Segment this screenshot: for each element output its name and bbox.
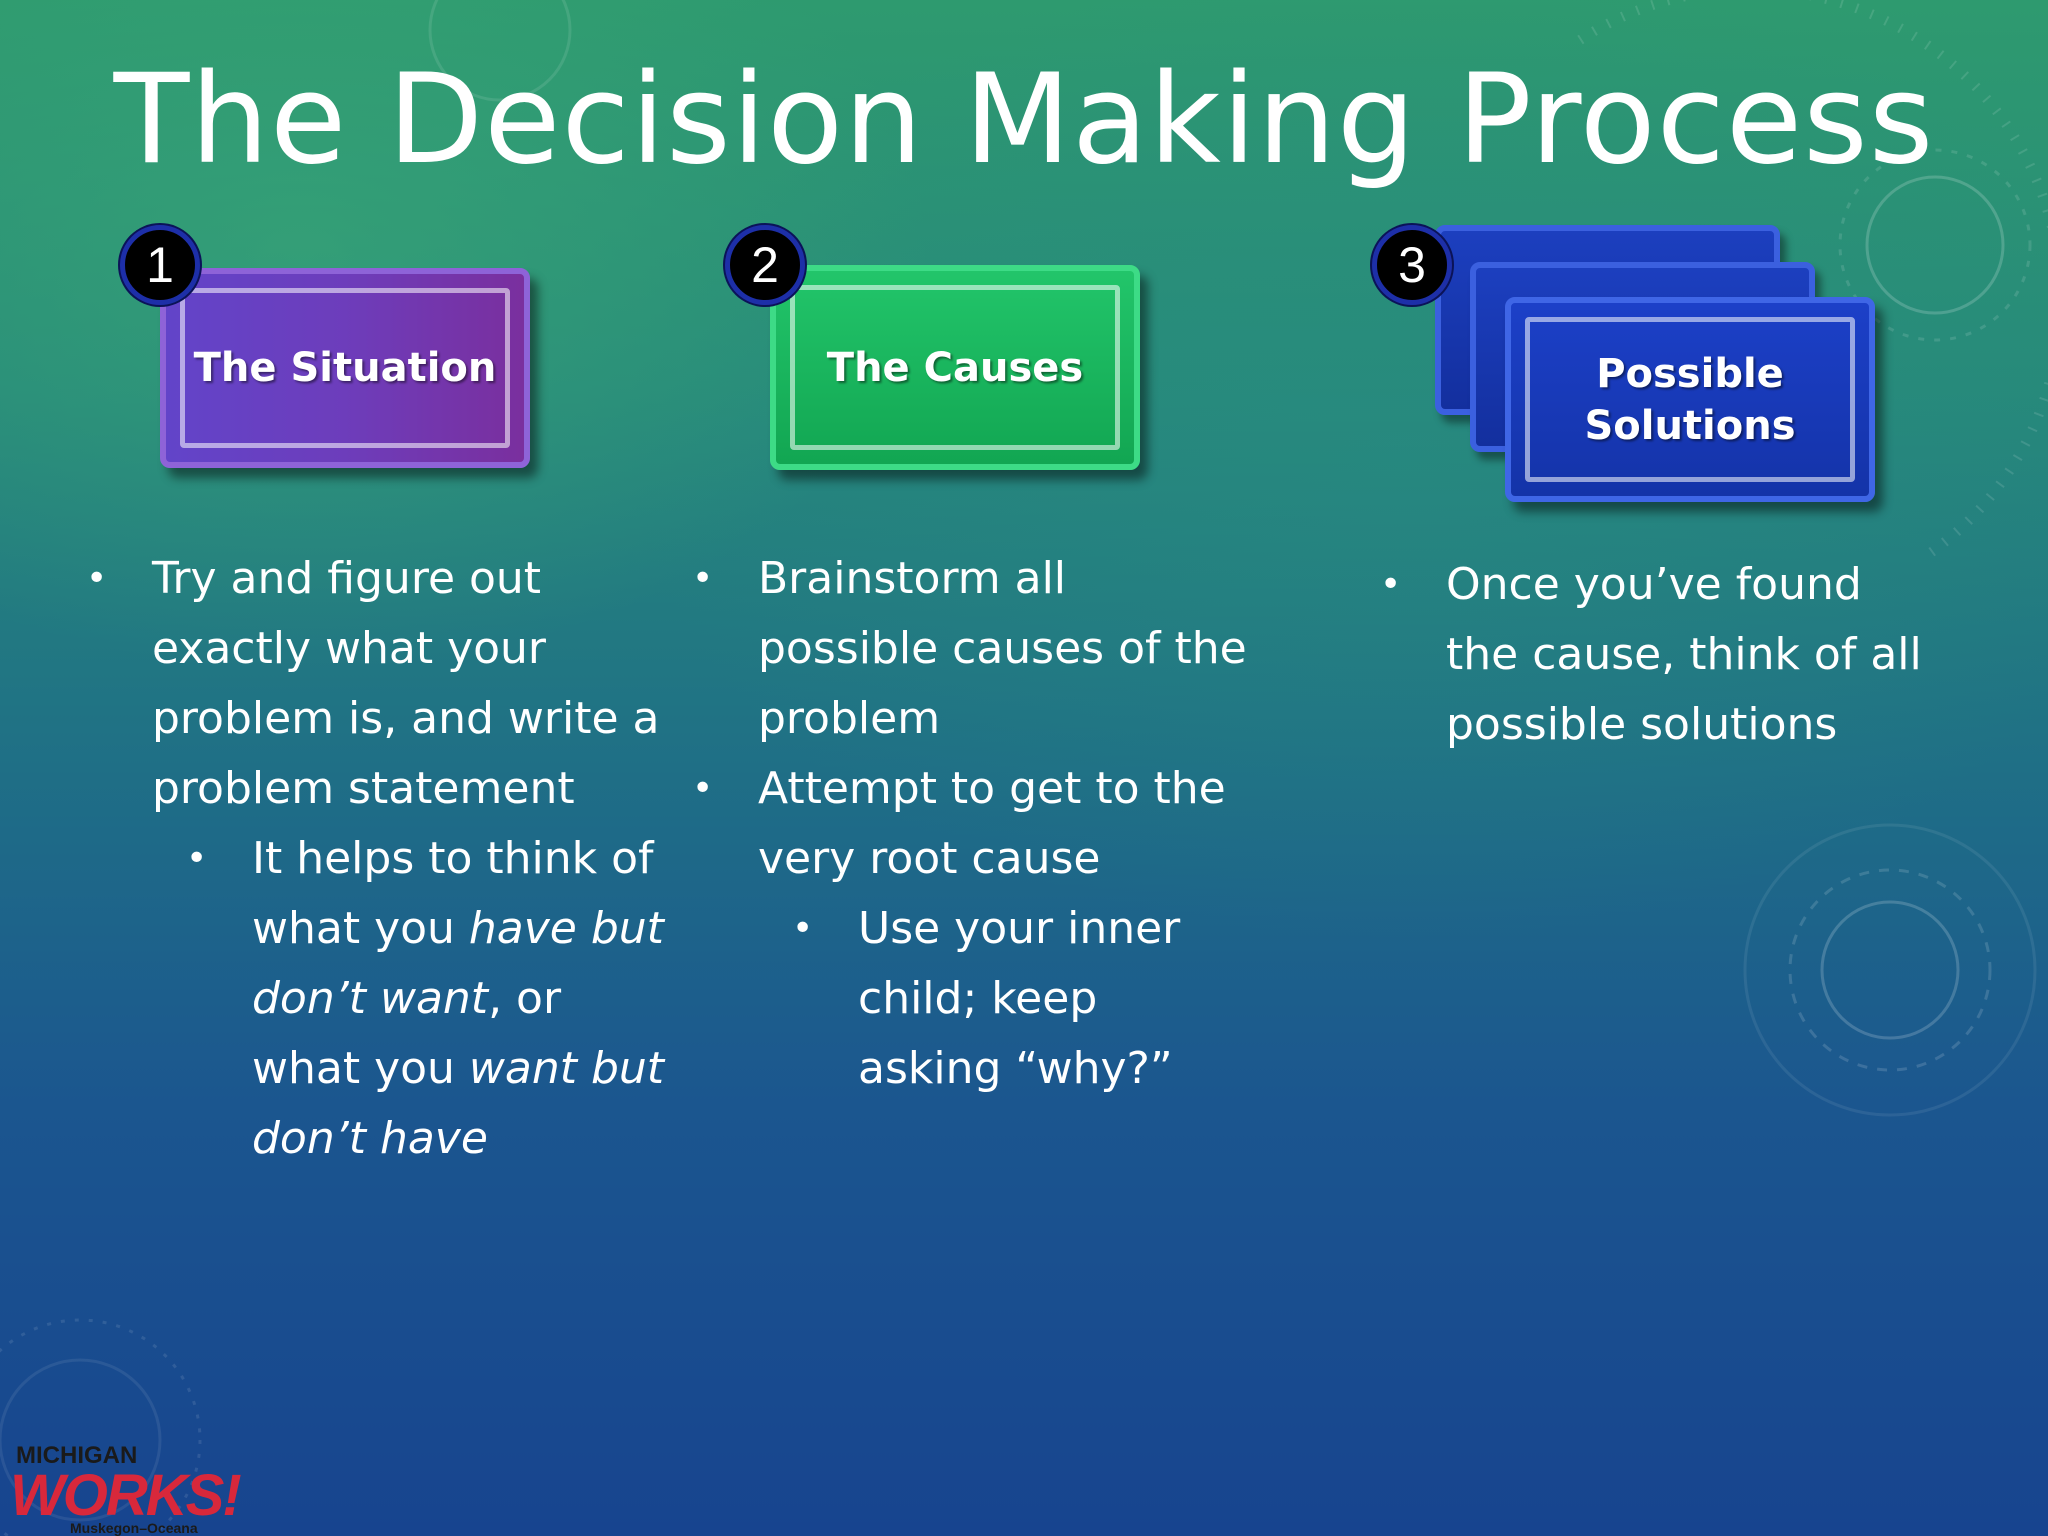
- solutions-text: Once you’ve found the cause, think of al…: [1380, 550, 1940, 760]
- logo-line-3: Muskegon–Oceana: [70, 1520, 198, 1536]
- situation-card: The Situation: [160, 268, 530, 468]
- causes-bullet-2: Attempt to get to the very root cause: [692, 754, 1252, 894]
- situation-sub-bullet: It helps to think of what you have but d…: [86, 824, 676, 1174]
- solutions-card-label-line1: Possible: [1596, 350, 1784, 397]
- solutions-card-label-line2: Solutions: [1584, 402, 1796, 449]
- sub-text-2: have but don’t want: [252, 903, 664, 1024]
- michigan-works-logo: MICHIGAN WORKS! Muskegon–Oceana: [10, 1440, 242, 1536]
- sub-text-1: It helps to think of what you: [252, 833, 654, 954]
- logo-line-2: WORKS!: [10, 1463, 242, 1528]
- sub-text-3: , or what you: [252, 973, 562, 1094]
- solutions-bullet: Once you’ve found the cause, think of al…: [1380, 550, 1940, 760]
- step-2-badge: 2: [725, 225, 805, 305]
- causes-bullet-1: Brainstorm all possible causes of the pr…: [692, 544, 1252, 754]
- situation-text: Try and figure out exactly what your pro…: [86, 544, 676, 1174]
- step-1-badge: 1: [120, 225, 200, 305]
- solutions-card-label: Possible Solutions: [1584, 348, 1795, 452]
- slide-title: The Decision Making Process: [113, 48, 1935, 192]
- causes-card: The Causes: [770, 265, 1140, 470]
- causes-card-label: The Causes: [826, 344, 1084, 391]
- step-3-badge: 3: [1372, 225, 1452, 305]
- causes-text: Brainstorm all possible causes of the pr…: [692, 544, 1252, 1104]
- situation-bullet: Try and figure out exactly what your pro…: [86, 544, 676, 824]
- situation-card-label: The Situation: [193, 345, 497, 391]
- causes-sub-bullet: Use your inner child; keep asking “why?”: [692, 894, 1252, 1104]
- logo-line-1: MICHIGAN: [16, 1442, 138, 1469]
- sub-text-4: want but don’t have: [252, 1043, 665, 1164]
- solutions-card: Possible Solutions: [1505, 297, 1875, 502]
